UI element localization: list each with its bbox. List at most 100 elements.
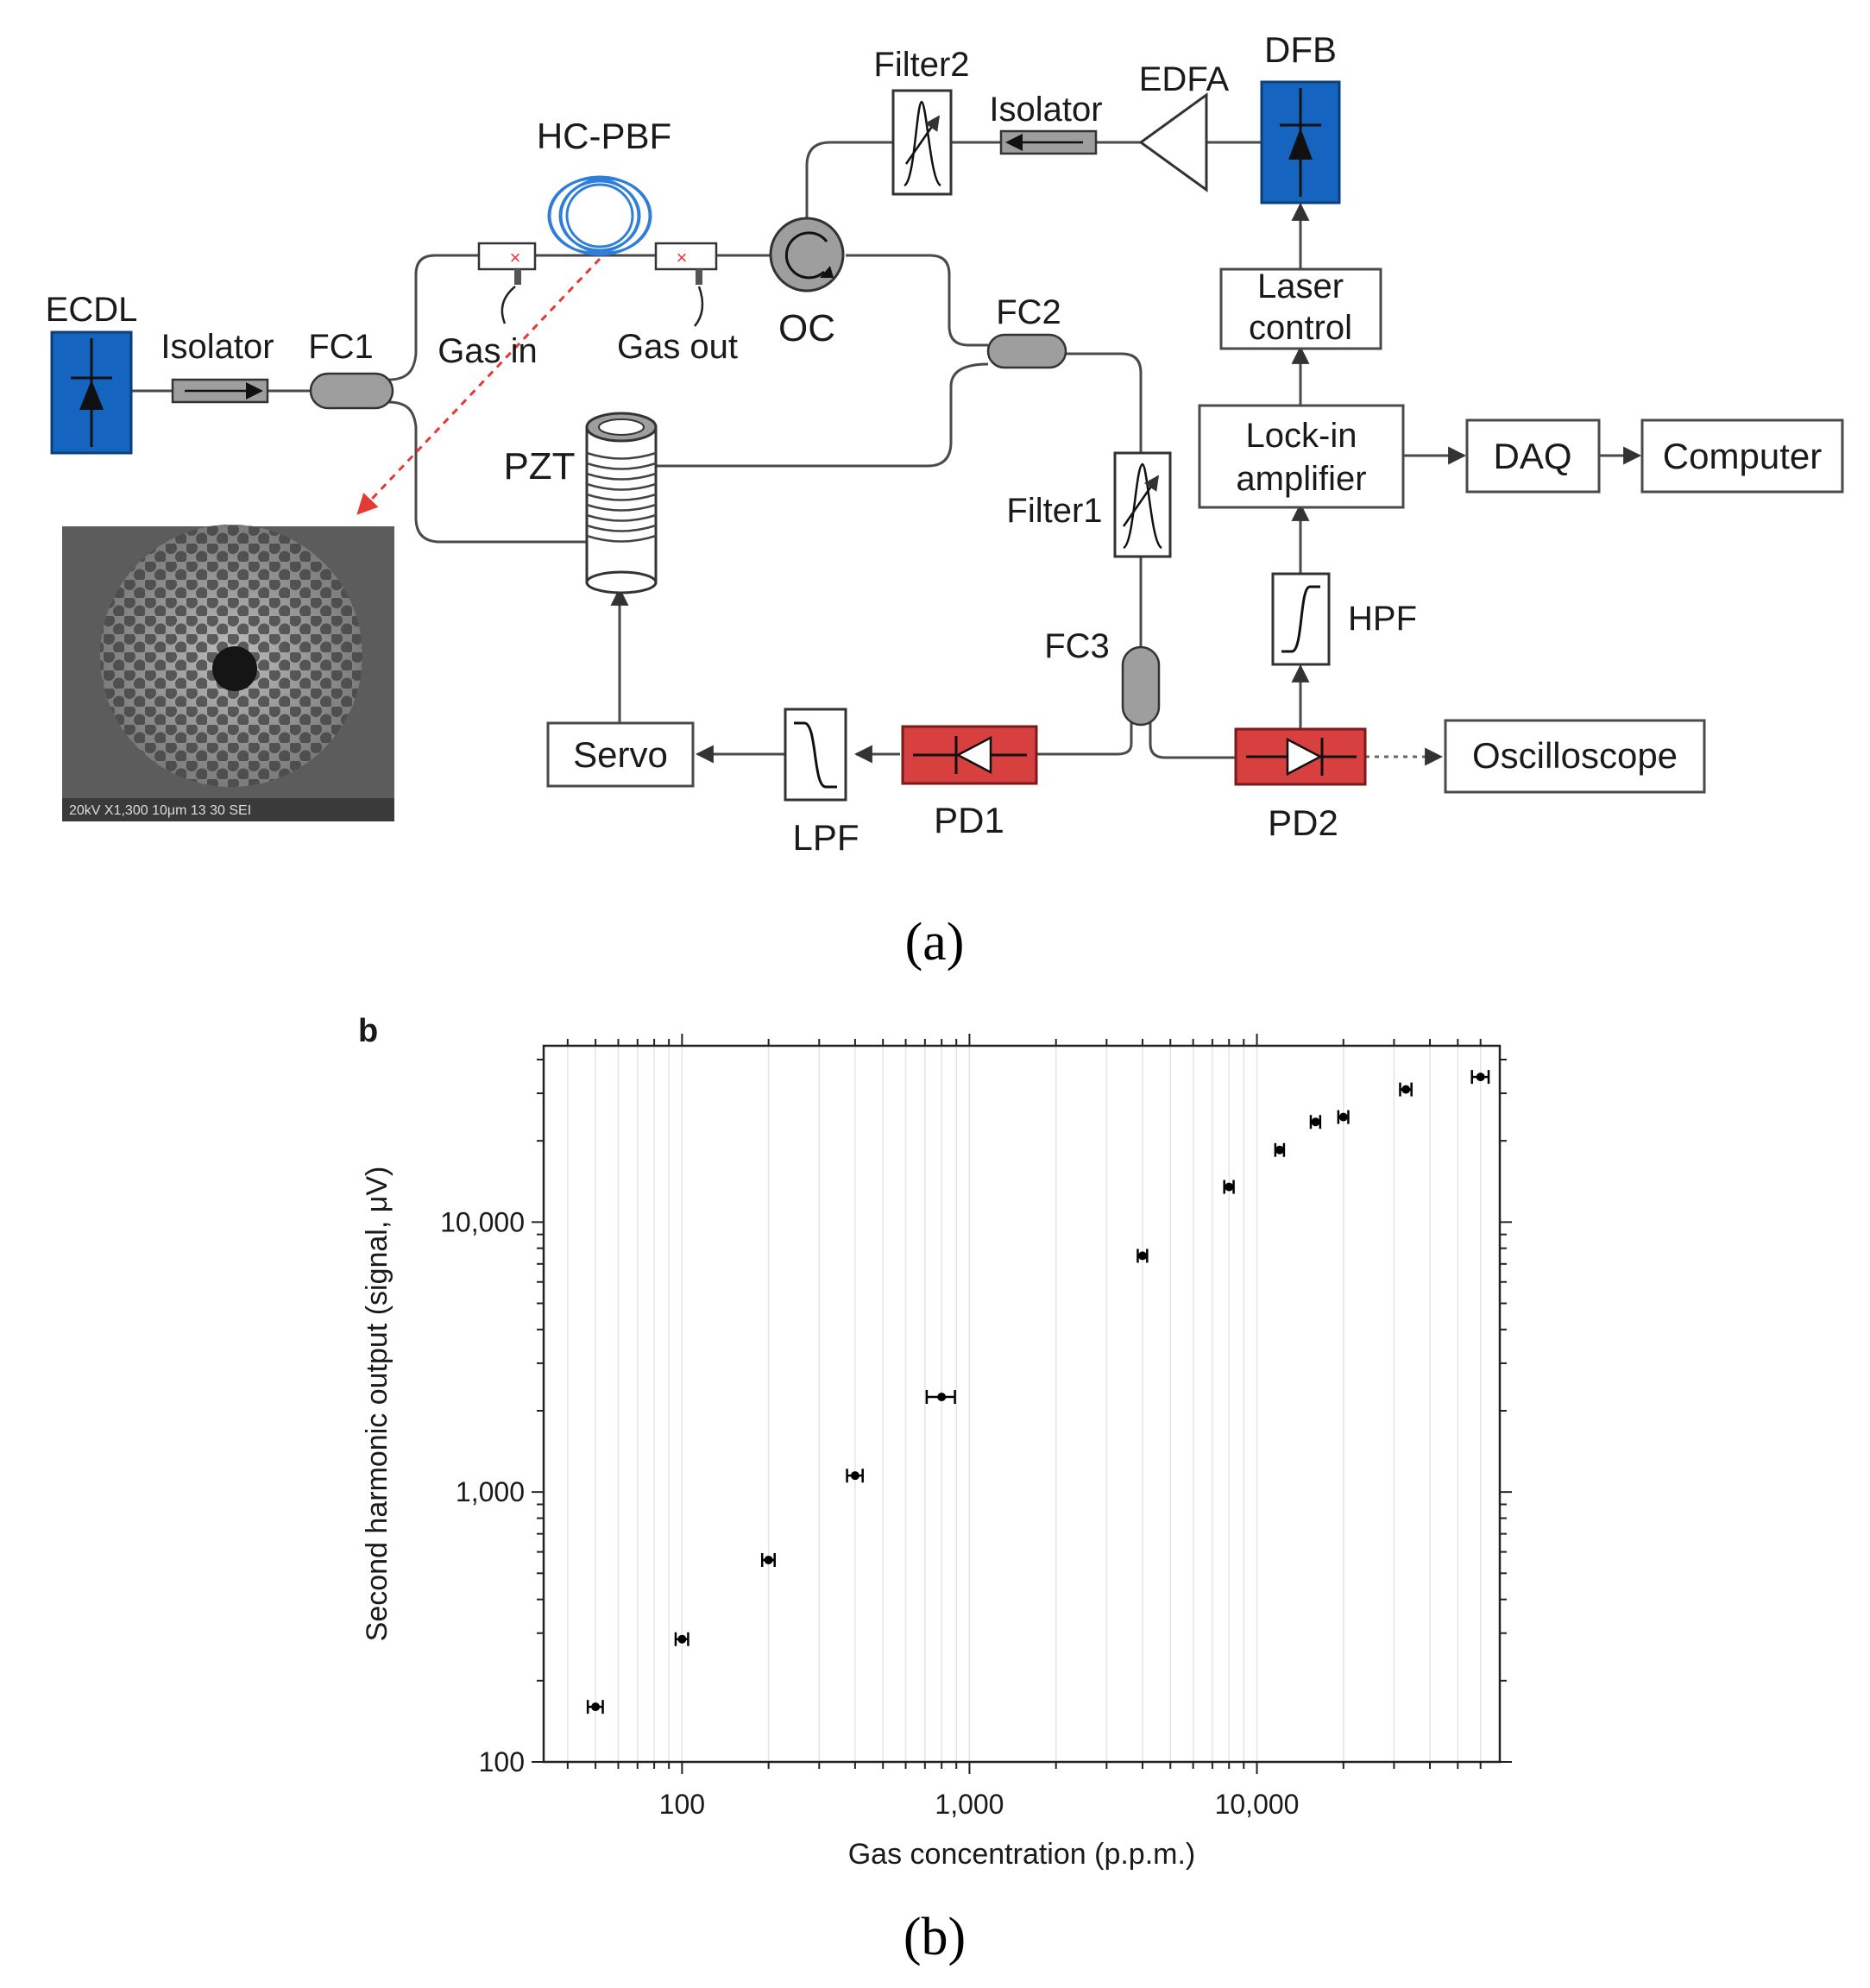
servo-box bbox=[546, 721, 695, 788]
chart-data-point bbox=[1223, 1180, 1235, 1194]
chart-x-tick-label: 100 bbox=[659, 1789, 705, 1820]
isolator-right-icon bbox=[999, 129, 1098, 155]
chart-data-point bbox=[846, 1469, 864, 1483]
laser-control-label-line2: control bbox=[1249, 309, 1352, 347]
chart-x-axis-label: Gas concentration (p.p.m.) bbox=[848, 1838, 1196, 1871]
chart-y-tick-label: 10,000 bbox=[440, 1206, 525, 1237]
chart-point-marker bbox=[1476, 1073, 1485, 1082]
hc-pbf-label: HC-PBF bbox=[537, 116, 671, 156]
pd1-photodiode-icon bbox=[901, 725, 1038, 785]
chart-data-point bbox=[1470, 1070, 1490, 1085]
chart-data-point bbox=[925, 1389, 956, 1404]
chart-point-marker bbox=[1401, 1085, 1411, 1094]
oscilloscope-label: Oscilloscope bbox=[1472, 735, 1678, 776]
chart-x-tick-label: 10,000 bbox=[1215, 1789, 1300, 1820]
filter2-icon bbox=[891, 89, 953, 196]
laser-control-label-line1: Laser bbox=[1257, 267, 1344, 305]
pd2-photodiode-icon bbox=[1234, 727, 1367, 786]
hc-pbf-coil-icon bbox=[547, 175, 652, 256]
hpf-label: HPF bbox=[1348, 600, 1417, 638]
dfb-label: DFB bbox=[1264, 29, 1337, 70]
chart-data-point bbox=[1399, 1082, 1413, 1097]
ecdl-laser-icon bbox=[50, 330, 133, 455]
caption-a: (a) bbox=[905, 913, 965, 972]
fc1-coupler-icon bbox=[309, 372, 394, 410]
svg-text:×: × bbox=[510, 247, 521, 268]
chart-data-point bbox=[1274, 1142, 1286, 1157]
pzt-label: PZT bbox=[503, 445, 575, 488]
dfb-laser-icon bbox=[1260, 80, 1341, 204]
chart-plot-area bbox=[542, 1044, 1502, 1764]
chart-y-tick-label: 1,000 bbox=[456, 1476, 525, 1507]
chart-point-marker bbox=[591, 1702, 601, 1712]
lock-in-amplifier-box bbox=[1198, 404, 1405, 509]
edfa-label: EDFA bbox=[1139, 60, 1230, 98]
chart-grid bbox=[567, 1046, 1482, 1762]
chart-point-marker bbox=[1338, 1112, 1348, 1122]
chart-point-marker bbox=[677, 1634, 687, 1644]
laser-control-box bbox=[1219, 267, 1382, 350]
fc3-label: FC3 bbox=[1044, 627, 1110, 665]
fc1-label: FC1 bbox=[308, 328, 374, 366]
oscilloscope-box bbox=[1444, 719, 1706, 794]
ecdl-label: ECDL bbox=[46, 291, 138, 329]
schematic-diagram: ECDL Isolator FC1 × Gas in × Gas out bbox=[46, 29, 1844, 972]
gas-out-arrow bbox=[694, 286, 704, 327]
gas-in-arrow bbox=[501, 286, 516, 324]
chart-point-marker bbox=[937, 1392, 947, 1401]
chart-x-tick-label: 1,000 bbox=[935, 1789, 1004, 1820]
filter2-label: Filter2 bbox=[873, 46, 969, 84]
pd2-label: PD2 bbox=[1268, 802, 1338, 843]
daq-label: DAQ bbox=[1493, 436, 1571, 476]
sem-caption: 20kV X1,300 10μm 13 30 SEI bbox=[69, 803, 251, 818]
chart-data-point bbox=[1309, 1115, 1322, 1129]
servo-label: Servo bbox=[573, 734, 668, 775]
isolator-left-label: Isolator bbox=[161, 328, 274, 366]
chart-data-point bbox=[586, 1700, 604, 1714]
isolator-right-label: Isolator bbox=[989, 91, 1102, 129]
lpf-label: LPF bbox=[792, 817, 859, 858]
oc-circulator-icon bbox=[769, 217, 845, 293]
chart-data-point bbox=[1136, 1249, 1149, 1263]
gas-out-cell-icon: × bbox=[654, 242, 718, 285]
gas-in-cell-icon: × bbox=[477, 242, 537, 285]
chart-y-axis-label: Second harmonic output (signal, μV) bbox=[361, 1167, 394, 1642]
fc2-coupler-icon bbox=[986, 333, 1067, 369]
fc2-label: FC2 bbox=[996, 293, 1061, 331]
daq-box bbox=[1465, 418, 1601, 494]
gas-out-label: Gas out bbox=[617, 328, 738, 366]
lpf-icon bbox=[784, 708, 847, 802]
lock-in-label-line2: amplifier bbox=[1236, 460, 1366, 498]
edfa-amplifier-icon bbox=[1138, 92, 1208, 192]
fiber-sem-image: 20kV X1,300 10μm 13 30 SEI bbox=[62, 525, 394, 821]
pd1-label: PD1 bbox=[934, 800, 1004, 840]
computer-box bbox=[1640, 418, 1844, 494]
chart-data-point bbox=[674, 1632, 689, 1646]
oc-label: OC bbox=[778, 307, 835, 349]
chart-data-point bbox=[760, 1552, 776, 1567]
chart-axes: 100 1,000 10,000 100 1,000 10,000 bbox=[440, 1034, 1512, 1820]
svg-text:×: × bbox=[677, 247, 688, 268]
lock-in-label-line1: Lock-in bbox=[1246, 417, 1357, 455]
chart-point-marker bbox=[1137, 1251, 1147, 1261]
caption-b: (b) bbox=[904, 1908, 966, 1966]
filter1-icon bbox=[1113, 451, 1172, 558]
fc3-coupler-icon bbox=[1121, 645, 1161, 727]
chart-y-tick-label: 100 bbox=[479, 1746, 525, 1777]
chart-point-marker bbox=[850, 1471, 859, 1481]
chart-point-marker bbox=[1225, 1182, 1234, 1192]
isolator-left-icon bbox=[171, 378, 269, 404]
chart-panel-label: b bbox=[358, 1013, 378, 1049]
gas-in-label: Gas in bbox=[438, 332, 538, 370]
chart-point-marker bbox=[1275, 1145, 1284, 1154]
computer-label: Computer bbox=[1663, 436, 1822, 476]
pzt-icon bbox=[585, 412, 658, 595]
chart-point-marker bbox=[1311, 1117, 1320, 1127]
chart-data-point bbox=[1337, 1110, 1350, 1124]
chart-data-points bbox=[586, 1070, 1490, 1714]
hpf-icon bbox=[1271, 572, 1331, 666]
filter1-label: Filter1 bbox=[1006, 492, 1102, 530]
chart-point-marker bbox=[764, 1555, 773, 1564]
concentration-chart: b 100 1,000 10,000 100 1,000 10,000 Gas conce… bbox=[358, 1013, 1512, 1966]
